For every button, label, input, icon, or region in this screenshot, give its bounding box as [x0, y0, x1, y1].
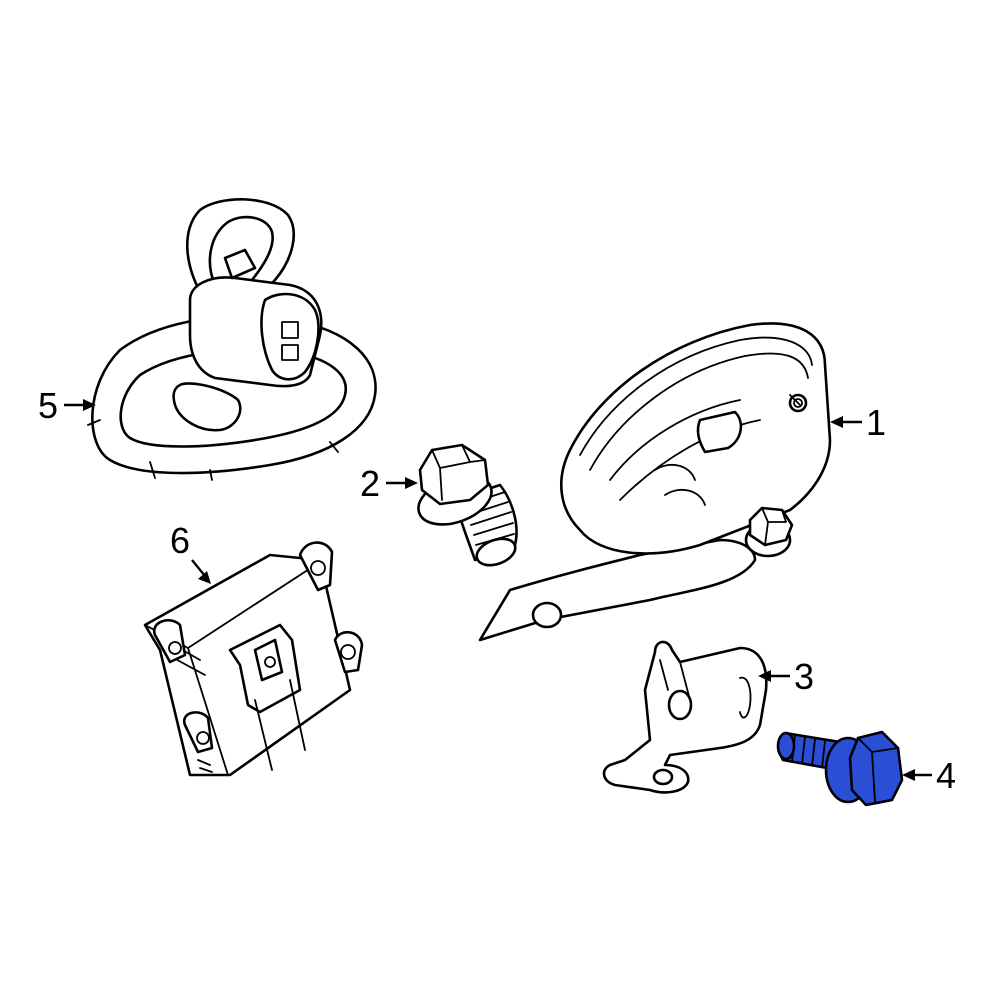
callout-6: 6 — [170, 520, 211, 584]
part-3-bracket[interactable] — [602, 640, 768, 794]
part-2-bolt[interactable] — [412, 443, 519, 570]
callout-2: 2 — [360, 463, 418, 504]
part-4-bolt-highlighted[interactable] — [776, 730, 904, 807]
part-6-control-module[interactable] — [143, 541, 364, 777]
callout-label-6: 6 — [170, 520, 190, 561]
callout-label-4: 4 — [936, 755, 956, 796]
callout-label-2: 2 — [360, 463, 380, 504]
callout-label-5: 5 — [38, 385, 58, 426]
callout-4: 4 — [902, 755, 956, 796]
callout-label-1: 1 — [866, 402, 886, 443]
part-1-horn-assembly[interactable] — [478, 322, 832, 642]
callout-label-3: 3 — [794, 656, 814, 697]
callout-5: 5 — [38, 385, 96, 426]
callout-3: 3 — [758, 656, 814, 697]
part-5-wiring-harness[interactable] — [87, 198, 377, 481]
callout-1: 1 — [830, 402, 886, 443]
